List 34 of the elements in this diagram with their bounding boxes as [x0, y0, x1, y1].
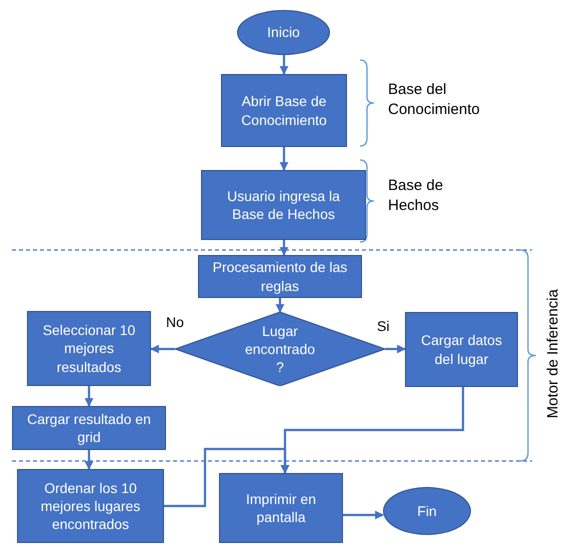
arrow [84, 450, 94, 470]
process-box [17, 469, 164, 543]
arrow [280, 240, 288, 256]
node-text: Procesamiento de las reglas [212, 258, 348, 295]
node-text: Abrir Base de Conocimiento [240, 92, 328, 129]
edge-label: No [164, 314, 186, 330]
process-box [27, 311, 151, 386]
process-box [12, 406, 166, 450]
brace-label: Motor de Inferencia [543, 288, 562, 420]
node-text: Seleccionar 10 mejores resultados [42, 321, 136, 376]
node-text: Imprimir en pantalla [244, 490, 317, 526]
process-box [201, 170, 366, 240]
arrow [280, 147, 288, 171]
node-text: Cargar datos del lugar [420, 331, 503, 368]
brace-label: Base del Conocimiento [388, 80, 481, 119]
node-text: Cargar resultado en grid [26, 410, 152, 446]
arrow [276, 298, 284, 313]
node-text: Ordenar los 10 mejores lugares encontrados [40, 478, 142, 534]
arrow [385, 344, 406, 354]
arrow [84, 386, 94, 407]
node-text: Fin [416, 502, 438, 520]
edge-label: Si [375, 318, 392, 334]
node-text: Lugar encontrado ? [244, 322, 316, 376]
arrow [280, 55, 288, 75]
process-box [219, 473, 343, 543]
arrow [280, 387, 464, 474]
node-text: Usuario ingresa la Base de Hechos [226, 186, 341, 224]
process-box [198, 255, 362, 298]
process-box [221, 74, 347, 147]
arrow [150, 344, 175, 354]
process-box [405, 312, 518, 387]
node-text: Inicio [266, 23, 301, 42]
brace-label: Base de Hechos [388, 176, 444, 215]
arrow [343, 510, 384, 520]
